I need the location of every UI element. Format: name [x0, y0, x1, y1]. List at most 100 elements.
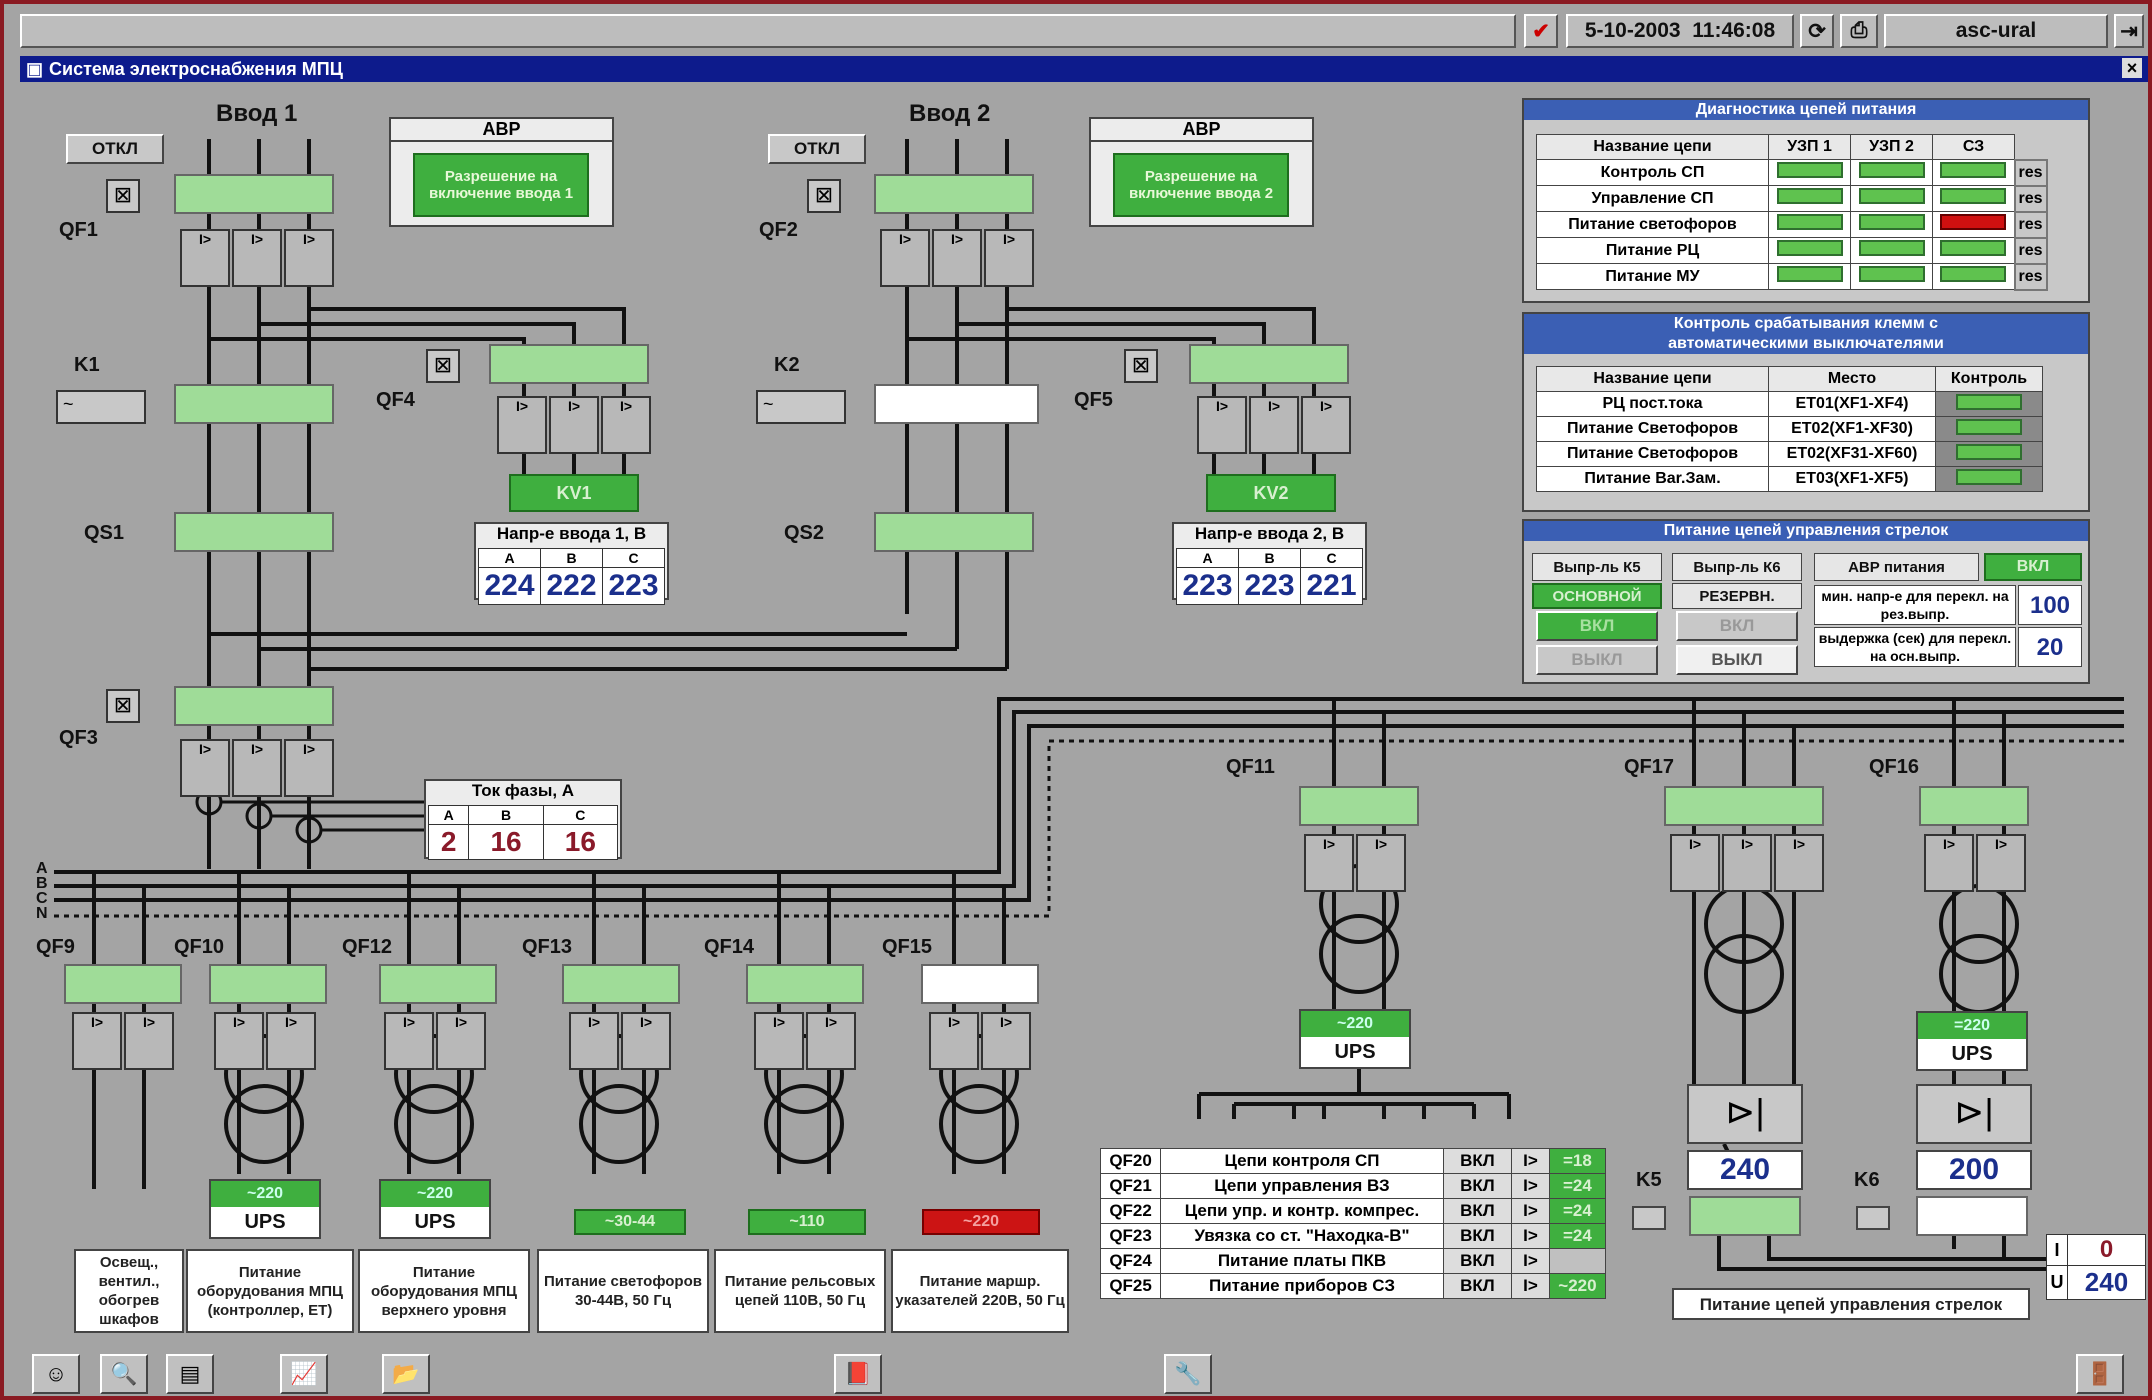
- qf1-switch[interactable]: [174, 174, 334, 214]
- qf17-breaker: I>I>I>: [1670, 834, 1826, 892]
- status-led: [1940, 214, 2007, 230]
- diag-row-name: Контроль СП: [1536, 159, 1769, 186]
- reset-button[interactable]: res: [2013, 210, 2048, 239]
- logout-icon[interactable]: ⇥: [2114, 14, 2144, 48]
- k1-relay[interactable]: ~: [56, 390, 146, 424]
- magnifier-icon[interactable]: 🔍: [100, 1354, 148, 1394]
- qf4-motor-icon[interactable]: ⊠: [426, 349, 460, 383]
- circuit-state[interactable]: ВКЛ: [1442, 1198, 1513, 1224]
- qf11-switch[interactable]: [1299, 786, 1419, 826]
- circuit-breaker-mark: I>: [1511, 1273, 1550, 1299]
- qf3-switch[interactable]: [174, 686, 334, 726]
- input1-title: Ввод 1: [216, 100, 298, 127]
- refresh-icon[interactable]: ⟳: [1800, 14, 1834, 48]
- qf15-switch-open[interactable]: [921, 964, 1039, 1004]
- qf1-breaker: I>I>I>: [180, 229, 336, 287]
- date-text: 5-10-2003: [1584, 19, 1681, 42]
- folder-icon[interactable]: 📂: [382, 1354, 430, 1394]
- book-icon[interactable]: 📕: [834, 1354, 882, 1394]
- qs2-switch[interactable]: [874, 512, 1034, 552]
- min-volt-value[interactable]: 100: [2018, 585, 2082, 625]
- diag-status-cell: [1768, 185, 1851, 212]
- current-b: 16: [468, 824, 544, 860]
- k5-contactor[interactable]: [1689, 1196, 1801, 1236]
- diag-status-cell: [1932, 211, 2015, 238]
- delay-value[interactable]: 20: [2018, 627, 2082, 667]
- circuit-voltage: =24: [1548, 1223, 1607, 1249]
- circuit-qf: QF24: [1099, 1248, 1162, 1274]
- qf12-switch[interactable]: [379, 964, 497, 1004]
- bus-label-b: B: [36, 875, 48, 892]
- k5-label: K5: [1636, 1169, 1662, 1191]
- k5-on-button[interactable]: ВКЛ: [1536, 611, 1658, 641]
- status-led: [1956, 418, 2022, 435]
- qf2-breaker: I>I>I>: [880, 229, 1036, 287]
- qf17-switch[interactable]: [1664, 786, 1824, 826]
- circuit-breaker-mark: I>: [1511, 1198, 1550, 1224]
- qf9-switch[interactable]: [64, 964, 182, 1004]
- qf2-switch[interactable]: [874, 174, 1034, 214]
- qs2-label: QS2: [784, 522, 825, 544]
- reset-button[interactable]: res: [2013, 158, 2048, 187]
- k6-on-button[interactable]: ВКЛ: [1676, 611, 1798, 641]
- k5-relay[interactable]: [1632, 1206, 1666, 1230]
- qf2-motor-icon[interactable]: ⊠: [807, 179, 841, 213]
- qf5-motor-icon[interactable]: ⊠: [1124, 349, 1158, 383]
- qf16-label: QF16: [1869, 756, 1920, 778]
- circuit-state[interactable]: ВКЛ: [1442, 1248, 1513, 1274]
- k2-contactor-open[interactable]: [874, 384, 1039, 424]
- clamp-row-name: Питание Светофоров: [1536, 441, 1769, 467]
- printer-icon[interactable]: ⎙: [1840, 14, 1878, 48]
- k2-relay[interactable]: ~: [756, 390, 846, 424]
- reset-button[interactable]: res: [2013, 236, 2048, 265]
- clamp-row: Питание Bar.Зам.ET03(XF1-XF5): [1536, 466, 2043, 492]
- qf10-switch[interactable]: [209, 964, 327, 1004]
- qs1-switch[interactable]: [174, 512, 334, 552]
- feeder-qf9-caption: Освещ., вентил., обогрев шкафов: [74, 1249, 184, 1333]
- alarm-icon[interactable]: ✔: [1524, 14, 1558, 48]
- clamp-panel: Контроль срабатывания клемм с автоматиче…: [1522, 312, 2090, 512]
- status-led: [1858, 214, 1925, 230]
- qf4-switch[interactable]: [489, 344, 649, 384]
- exit-icon[interactable]: 🚪: [2076, 1354, 2124, 1394]
- chart-icon[interactable]: 📈: [280, 1354, 328, 1394]
- circuit-state[interactable]: ВКЛ: [1442, 1173, 1513, 1199]
- diag-status-cell: [1932, 159, 2015, 186]
- avr2-title: АВР: [1091, 119, 1312, 142]
- input2-off-button[interactable]: ОТКЛ: [768, 134, 866, 164]
- monitor-icon[interactable]: ▤: [166, 1354, 214, 1394]
- qf12-label: QF12: [342, 936, 393, 958]
- k6-contactor-open[interactable]: [1916, 1196, 2028, 1236]
- qf5-switch[interactable]: [1189, 344, 1349, 384]
- qf16-switch[interactable]: [1919, 786, 2029, 826]
- tool-icon[interactable]: 🔧: [1164, 1354, 1212, 1394]
- circuit-name: Цепи контроля СП: [1160, 1148, 1444, 1174]
- circuit-state[interactable]: ВКЛ: [1442, 1273, 1513, 1299]
- status-led: [1940, 188, 2007, 204]
- volt2-c: 221: [1300, 567, 1363, 605]
- k6-relay[interactable]: [1856, 1206, 1890, 1230]
- status-led: [1956, 443, 2022, 460]
- k5-off-button[interactable]: ВЫКЛ: [1536, 645, 1658, 675]
- qf13-switch[interactable]: [562, 964, 680, 1004]
- close-icon[interactable]: ×: [2122, 58, 2142, 78]
- input1-off-button[interactable]: ОТКЛ: [66, 134, 164, 164]
- qf14-switch[interactable]: [746, 964, 864, 1004]
- circuit-state[interactable]: ВКЛ: [1442, 1148, 1513, 1174]
- qf3-motor-icon[interactable]: ⊠: [106, 689, 140, 723]
- k1-contactor[interactable]: [174, 384, 334, 424]
- reset-button[interactable]: res: [2013, 262, 2048, 291]
- avr-power-state[interactable]: ВКЛ: [1984, 553, 2082, 581]
- circuit-voltage: =24: [1548, 1173, 1607, 1199]
- qf1-motor-icon[interactable]: ⊠: [106, 179, 140, 213]
- status-led: [1940, 266, 2007, 282]
- k6-off-button[interactable]: ВЫКЛ: [1676, 645, 1798, 675]
- people-icon[interactable]: ☺: [32, 1354, 80, 1394]
- circuit-state[interactable]: ВКЛ: [1442, 1223, 1513, 1249]
- reset-button[interactable]: res: [2013, 184, 2048, 213]
- diag-status-cell: [1768, 159, 1851, 186]
